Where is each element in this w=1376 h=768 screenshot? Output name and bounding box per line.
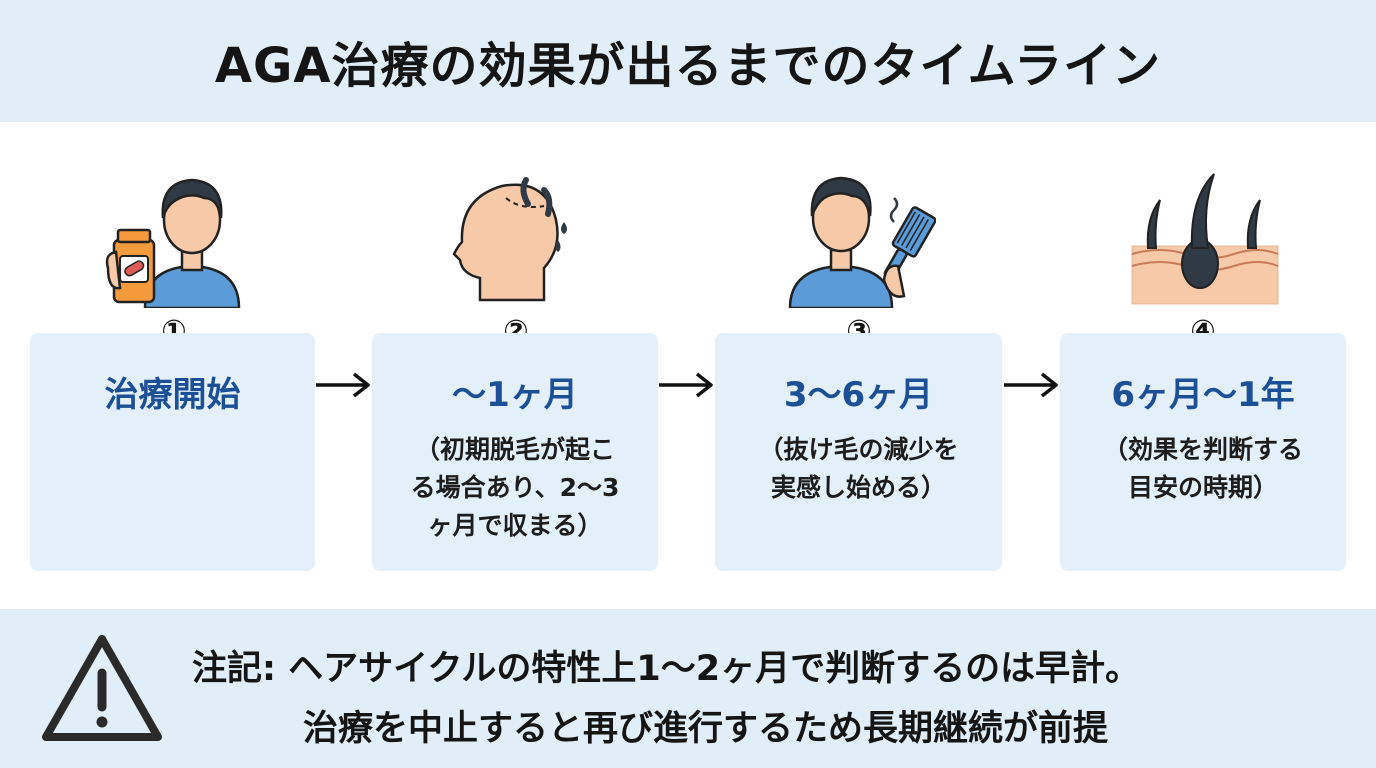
step-note-line: る場合あり、2〜3 — [410, 473, 620, 502]
arrow-right-icon — [316, 372, 370, 398]
hair-loss-head-icon — [452, 177, 567, 302]
step-title: 3〜6ヶ月 — [783, 375, 934, 415]
step-card-2: 〜1ヶ月 （初期脱毛が起こ る場合あり、2〜3 ヶ月で収まる） — [372, 333, 658, 571]
step-note: （抜け毛の減少を 実感し始める） — [758, 431, 958, 507]
step-title: 治療開始 — [104, 375, 241, 415]
step-card-4: 6ヶ月〜1年 （効果を判断する 目安の時期） — [1060, 333, 1346, 571]
step-note: （初期脱毛が起こ る場合あり、2〜3 ヶ月で収まる） — [411, 431, 620, 545]
step-title: 〜1ヶ月 — [452, 375, 578, 415]
header-band: AGA治療の効果が出るまでのタイムライン — [0, 0, 1376, 122]
notice-text: 注記: ヘアサイクルの特性上1〜2ヶ月で判断するのは早計。 — [192, 649, 1141, 689]
step-card-1: 治療開始 — [30, 333, 315, 571]
step-note-line: （効果を判断する — [1102, 435, 1303, 464]
arrow-right-icon — [659, 372, 713, 398]
page-title: AGA治療の効果が出るまでのタイムライン — [214, 38, 1162, 94]
step-note: （効果を判断する 目安の時期） — [1103, 431, 1303, 507]
notice-band — [0, 609, 1376, 768]
person-with-medicine-icon — [105, 178, 241, 308]
step-note-line: 目安の時期） — [1127, 473, 1278, 502]
arrow-right-icon — [1004, 372, 1058, 398]
step-note-line: ヶ月で収まる） — [427, 511, 603, 540]
step-title: 6ヶ月〜1年 — [1111, 375, 1295, 415]
step-note-line: （抜け毛の減少を — [758, 435, 959, 464]
step-card-3: 3〜6ヶ月 （抜け毛の減少を 実感し始める） — [715, 333, 1002, 571]
hair-follicle-icon — [1131, 173, 1279, 305]
notice-text: 治療を中止すると再び進行するため長期継続が前提 — [303, 709, 1109, 749]
step-note-line: 実感し始める） — [770, 473, 946, 502]
step-note-line: （初期脱毛が起こ — [414, 435, 615, 464]
person-combing-hair-icon — [788, 176, 936, 308]
warning-icon — [42, 635, 162, 741]
